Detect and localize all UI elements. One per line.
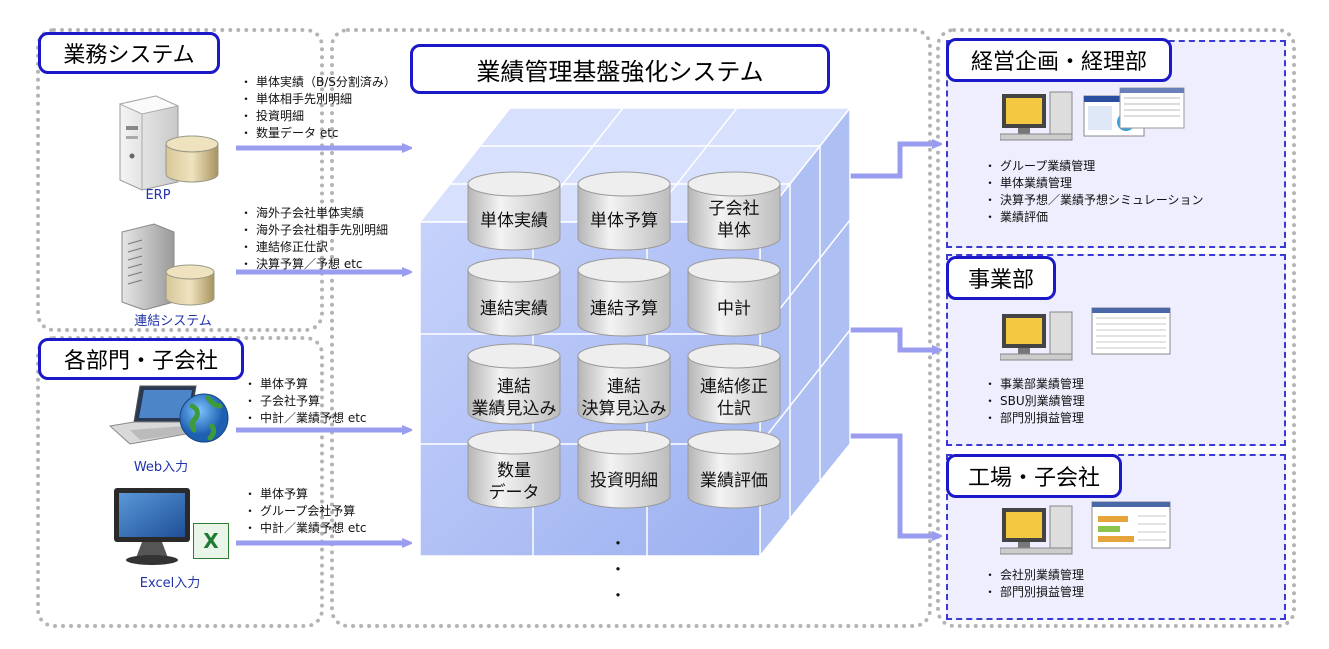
list-item: グループ業績管理 <box>984 158 1204 175</box>
erp-server-icon <box>118 95 219 191</box>
business-systems-title: 業務システム <box>38 32 220 74</box>
list-item: SBU別業績管理 <box>984 393 1085 410</box>
excel-data-list: 単体予算 グループ会社予算 中計／業績予想 etc <box>244 486 367 537</box>
pc-spreadsheet-icon <box>1000 501 1171 555</box>
core-system-title: 業績管理基盤強化システム <box>410 44 830 94</box>
list-item: 会社別業績管理 <box>984 567 1084 584</box>
cylinder-label: 連結実績 <box>480 299 548 319</box>
list-item: 単体実績（B/S分割済み） <box>240 74 396 91</box>
cylinder-label: 投資明細 <box>590 471 658 491</box>
list-item: 決算予算／予想 etc <box>240 256 388 273</box>
list-item: グループ会社予算 <box>244 503 367 520</box>
consumers-container <box>936 28 1296 628</box>
list-item: 海外子会社単体実績 <box>240 205 388 222</box>
pc-report-icon <box>1000 307 1171 361</box>
consolidation-system-label: 連結システム <box>134 314 212 329</box>
list-item: 単体予算 <box>244 376 367 393</box>
cylinder-label: 連結 業績見込み <box>471 377 557 419</box>
svg-text:X: X <box>203 529 219 553</box>
pc-dashboard-icon <box>1000 87 1185 141</box>
erp-label: ERP <box>145 188 171 203</box>
list-item: 子会社予算 <box>244 393 367 410</box>
list-item: 単体相手先別明細 <box>240 91 396 108</box>
list-item: 中計／業績予想 etc <box>244 410 367 427</box>
factory-title: 工場・子会社 <box>946 454 1122 498</box>
list-item: 業績評価 <box>984 209 1204 226</box>
output-arrow-1 <box>846 144 938 179</box>
ellipsis-dot: ・ <box>610 560 627 579</box>
list-item: 中計／業績予想 etc <box>244 520 367 537</box>
ellipsis-dot: ・ <box>610 534 627 553</box>
cylinder-label: 数量 データ <box>488 461 540 503</box>
factory-list: 会社別業績管理 部門別損益管理 <box>984 567 1084 601</box>
list-item: 単体業績管理 <box>984 175 1204 192</box>
cylinders-graphic <box>467 171 781 509</box>
excel-input-label: Excel入力 <box>139 576 201 591</box>
division-title: 事業部 <box>946 256 1056 300</box>
erp-data-list: 単体実績（B/S分割済み） 単体相手先別明細 投資明細 数量データ etc <box>240 74 396 142</box>
cylinder-label: 連結予算 <box>590 299 658 319</box>
management-title: 経営企画・経理部 <box>946 38 1172 82</box>
cylinder-label: 中計 <box>717 299 751 319</box>
list-item: 決算予想／業績予想シミュレーション <box>984 192 1204 209</box>
consolidation-data-list: 海外子会社単体実績 海外子会社相手先別明細 連結修正仕訳 決算予算／予想 etc <box>240 205 388 273</box>
consolidation-server-icon <box>121 223 215 310</box>
output-arrow-2 <box>846 327 938 350</box>
monitor-excel-icon: X <box>114 488 229 565</box>
laptop-globe-icon <box>108 385 229 445</box>
ellipsis-dot: ・ <box>610 586 627 605</box>
list-item: 海外子会社相手先別明細 <box>240 222 388 239</box>
cylinder-label: 単体予算 <box>590 211 658 231</box>
management-list: グループ業績管理 単体業績管理 決算予想／業績予想シミュレーション 業績評価 <box>984 158 1204 226</box>
business-systems-container <box>36 28 324 332</box>
cylinder-label: 業績評価 <box>700 471 768 491</box>
departments-title: 各部門・子会社 <box>38 338 244 380</box>
list-item: 数量データ etc <box>240 125 396 142</box>
web-data-list: 単体予算 子会社予算 中計／業績予想 etc <box>244 376 367 427</box>
cylinder-label: 連結 決算見込み <box>581 377 667 419</box>
cylinder-label: 単体実績 <box>480 211 548 231</box>
list-item: 連結修正仕訳 <box>240 239 388 256</box>
core-system-container <box>330 28 932 628</box>
web-input-label: Web入力 <box>133 460 189 475</box>
division-list: 事業部業績管理 SBU別業績管理 部門別損益管理 <box>984 376 1085 427</box>
cylinder-label: 連結修正 仕訳 <box>700 377 768 419</box>
list-item: 事業部業績管理 <box>984 376 1085 393</box>
cylinder-label: 子会社 単体 <box>708 199 760 241</box>
output-arrow-3 <box>846 433 938 536</box>
list-item: 単体予算 <box>244 486 367 503</box>
list-item: 部門別損益管理 <box>984 410 1085 427</box>
list-item: 部門別損益管理 <box>984 584 1084 601</box>
list-item: 投資明細 <box>240 108 396 125</box>
